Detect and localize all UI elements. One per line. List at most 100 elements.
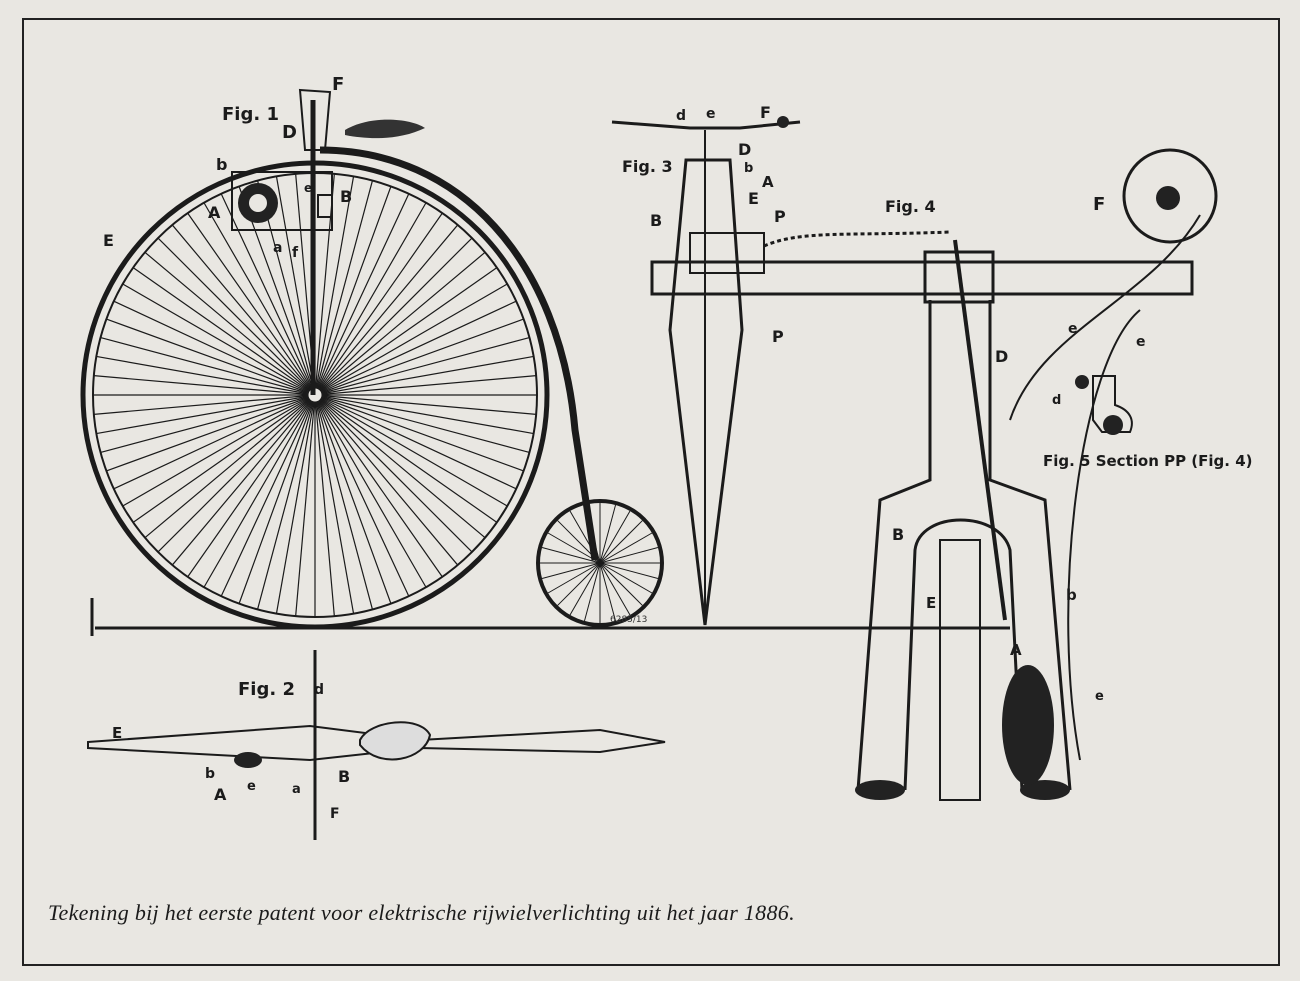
spoke <box>157 394 316 553</box>
spoke <box>314 375 537 396</box>
fig5-nut <box>1075 375 1089 389</box>
label: d <box>676 108 686 124</box>
spoke <box>314 394 335 617</box>
fig3-title: Fig. 3 <box>622 157 673 176</box>
spoke <box>599 562 617 622</box>
label: a <box>292 782 301 797</box>
fig4-fork-inner <box>903 518 1024 791</box>
spoke <box>599 562 631 616</box>
spoke <box>132 394 316 523</box>
fig1-title: Fig. 1 <box>222 104 279 125</box>
spoke <box>314 394 374 610</box>
spoke <box>314 267 498 396</box>
spoke <box>314 212 443 396</box>
spoke <box>569 562 601 616</box>
label: B <box>892 525 904 544</box>
label: a <box>273 240 282 256</box>
spoke <box>599 562 659 580</box>
spoke <box>314 176 355 396</box>
spoke <box>314 394 524 472</box>
label: B <box>650 211 662 230</box>
fig4-clamp <box>689 232 765 274</box>
spoke <box>599 520 643 564</box>
label: F <box>330 806 340 822</box>
spoke <box>314 394 537 415</box>
caption: Tekening bij het eerste patent voor elek… <box>48 900 795 925</box>
label: B <box>338 767 350 786</box>
label: E <box>103 231 114 250</box>
rear-wheel-rim <box>536 499 664 627</box>
spoke <box>314 394 392 604</box>
fig3-lamp <box>777 116 789 128</box>
spoke <box>599 532 653 564</box>
spoke <box>187 212 316 396</box>
spoke <box>171 394 316 566</box>
spoke <box>113 300 316 396</box>
spoke <box>314 355 534 396</box>
spoke <box>314 394 355 614</box>
spoke <box>256 394 316 610</box>
spoke <box>599 510 631 564</box>
backbone-highlight <box>319 148 597 561</box>
fig2-saddle <box>359 721 432 761</box>
spoke <box>220 394 316 597</box>
spoke <box>314 336 530 396</box>
drawing-border <box>22 18 1280 966</box>
label: D <box>738 140 751 159</box>
head-tube <box>298 88 332 151</box>
spoke <box>171 224 316 396</box>
fig4-fork-end-right <box>1020 780 1070 800</box>
label: b <box>205 766 215 782</box>
spoke <box>541 562 601 580</box>
spoke <box>100 394 316 454</box>
spoke <box>557 562 601 606</box>
lamp-box <box>317 194 333 218</box>
spoke <box>314 318 524 396</box>
spoke <box>314 394 427 588</box>
label: D <box>282 122 297 143</box>
label: e <box>247 779 256 794</box>
label: e <box>304 181 312 195</box>
spoke <box>314 251 486 396</box>
spoke <box>599 504 617 564</box>
spoke <box>238 394 316 604</box>
spoke <box>314 224 459 396</box>
spoke <box>96 355 316 396</box>
spoke <box>122 283 316 396</box>
label: E <box>926 594 936 612</box>
fig4-head <box>923 250 995 304</box>
spoke <box>541 546 601 564</box>
label: e <box>706 106 716 122</box>
spoke <box>100 336 316 396</box>
fig4-tyre <box>939 539 981 801</box>
fig4-fork-end-left <box>855 780 905 800</box>
spoke <box>557 520 601 564</box>
fig2-title: Fig. 2 <box>238 679 295 700</box>
spoke <box>113 394 316 490</box>
spoke <box>569 510 601 564</box>
label: A <box>214 785 227 804</box>
fig4-title: Fig. 4 <box>885 197 936 216</box>
fig4-fork-outer <box>856 300 1072 791</box>
spoke <box>157 237 316 396</box>
fig4-wires <box>1009 214 1201 761</box>
spoke <box>314 394 517 490</box>
spoke <box>314 394 459 566</box>
rear-wheel-spokes <box>540 503 660 623</box>
label: b <box>1066 586 1077 604</box>
label: F <box>1093 194 1105 215</box>
spoke <box>275 394 316 614</box>
spoke <box>106 318 316 396</box>
label: B <box>340 187 352 206</box>
label: e <box>1136 334 1146 350</box>
spoke <box>314 283 508 396</box>
label: F <box>760 103 771 122</box>
label: P <box>774 207 786 226</box>
spoke <box>295 394 316 617</box>
fig4-spring <box>763 230 951 248</box>
spoke <box>314 237 473 396</box>
fig1-bicycle: Fig. 1 F D b B A E a f e 6285/13 <box>80 74 1010 636</box>
fig4-enlarged-fork: Fig. 4 F e e D B E b A e <box>650 148 1218 801</box>
fig2-top-view: Fig. 2 E d b A e a B F <box>87 650 666 840</box>
